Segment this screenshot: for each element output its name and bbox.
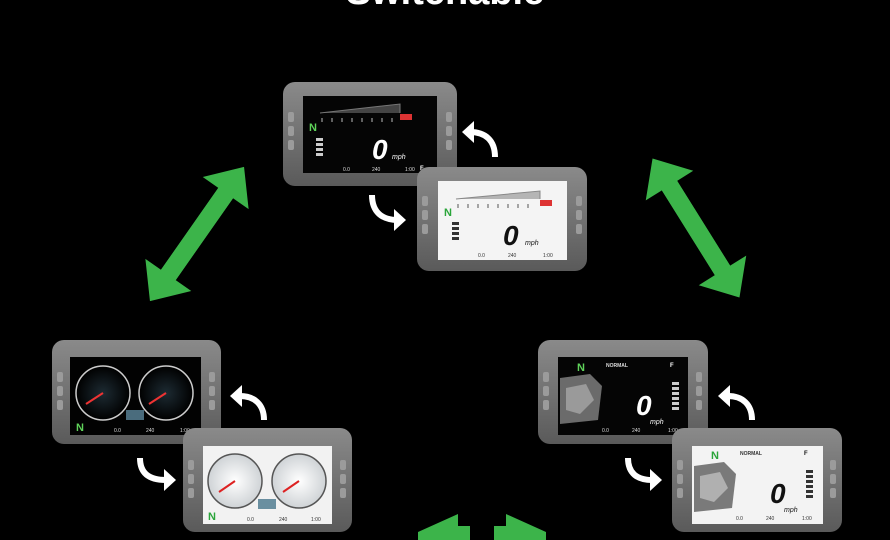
display-analog-dark: N 0.0 240 1:00 xyxy=(52,340,221,444)
side-buttons xyxy=(188,460,346,498)
cycle-arrow-right-icon xyxy=(645,158,747,298)
speed-readout: 0 xyxy=(636,390,652,421)
clock: 1:00 xyxy=(311,517,321,523)
mode-label: NORMAL xyxy=(606,363,628,369)
display-camera-light: N NORMAL 0 mph F 0.0 240 1:00 xyxy=(672,428,842,532)
cycle-arrow-bottom-icon xyxy=(418,514,546,540)
gear-indicator: N xyxy=(577,362,585,374)
display-digital-dark: N 0 mph F 0.0 240 1:00 xyxy=(283,82,457,186)
right-readout: 240 xyxy=(766,516,775,522)
side-buttons xyxy=(57,372,215,410)
clock: 1:00 xyxy=(180,428,190,434)
side-buttons xyxy=(677,460,836,498)
display-digital-light: N 0 mph 0.0 240 1:00 xyxy=(417,167,587,271)
speed-unit: mph xyxy=(525,240,539,247)
side-buttons xyxy=(288,112,452,150)
swap-arrowhead-icon xyxy=(462,121,474,143)
clock: 1:00 xyxy=(802,516,812,522)
swap-arrow-icon xyxy=(137,457,167,483)
cycle-arrow-left-icon xyxy=(145,166,249,302)
display-analog-light: N 0.0 240 1:00 xyxy=(183,428,352,532)
fuel-mode: F xyxy=(420,166,424,172)
left-readout: 0.0 xyxy=(247,517,254,523)
fuel-bar xyxy=(806,470,813,498)
right-readout: 240 xyxy=(279,517,288,523)
mode-label: NORMAL xyxy=(740,451,762,457)
clock: 1:00 xyxy=(668,428,678,434)
swap-arrowhead-icon xyxy=(650,469,662,491)
tach-ticks xyxy=(321,118,393,122)
gear-indicator: N xyxy=(444,207,452,219)
gear-indicator: N xyxy=(208,511,216,523)
clock: 1:00 xyxy=(405,167,415,173)
fuel-mode: F xyxy=(670,363,674,369)
right-readout: 240 xyxy=(632,428,641,434)
left-readout: 0.0 xyxy=(478,253,485,259)
swap-arrowhead-icon xyxy=(230,385,242,407)
swap-arrow-icon xyxy=(239,393,267,421)
swap-arrow-icon xyxy=(625,457,653,483)
speed-readout: 0 xyxy=(770,478,786,509)
right-readout: 240 xyxy=(508,253,517,259)
left-readout: 0.0 xyxy=(602,428,609,434)
fuel-bar xyxy=(672,382,679,410)
left-readout: 0.0 xyxy=(114,428,121,434)
gear-indicator: N xyxy=(711,450,719,462)
swap-arrowhead-icon xyxy=(718,385,730,407)
gear-indicator: N xyxy=(309,122,317,134)
speed-readout: 0 xyxy=(503,220,519,251)
gear-indicator: N xyxy=(76,422,84,434)
speed-unit: mph xyxy=(650,419,664,426)
fuel-bar xyxy=(452,222,459,240)
swap-arrowhead-icon xyxy=(394,209,406,231)
side-buttons xyxy=(543,372,702,410)
tach-ticks xyxy=(457,204,529,208)
left-readout: 0.0 xyxy=(343,167,350,173)
speed-unit: mph xyxy=(392,154,406,161)
page-title: Switchable xyxy=(346,0,545,13)
fuel-mode: F xyxy=(804,451,808,457)
side-buttons xyxy=(422,196,582,234)
swap-arrowhead-icon xyxy=(164,469,176,491)
fuel-bar xyxy=(316,138,323,156)
swap-arrow-icon xyxy=(727,393,755,421)
clock: 1:00 xyxy=(543,253,553,259)
display-camera-dark: N NORMAL 0 mph F 0.0 240 1:00 xyxy=(538,340,708,444)
right-readout: 240 xyxy=(146,428,155,434)
speed-readout: 0 xyxy=(372,134,388,165)
left-readout: 0.0 xyxy=(736,516,743,522)
right-readout: 240 xyxy=(372,167,381,173)
speed-unit: mph xyxy=(784,507,798,514)
